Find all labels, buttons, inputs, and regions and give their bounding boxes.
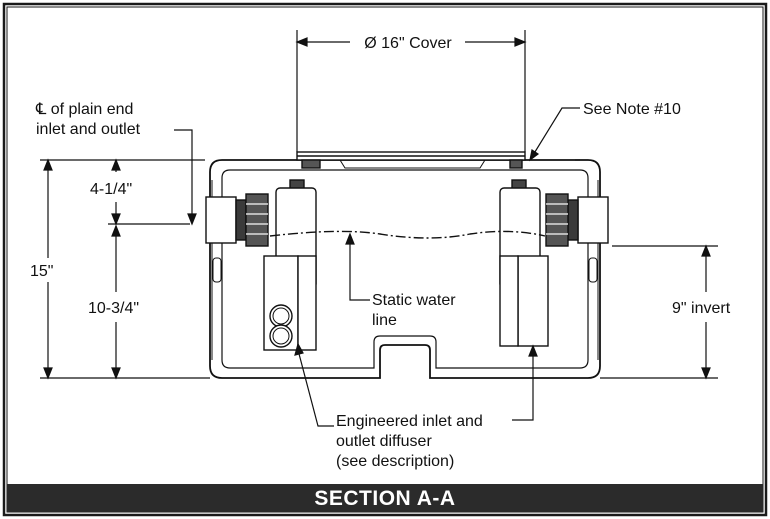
ground-lines — [40, 159, 718, 379]
note-label: See Note #10 — [583, 101, 681, 118]
outlet-diffuser — [499, 179, 549, 347]
inlet-diffuser — [263, 179, 317, 351]
tank-body — [209, 159, 601, 379]
note-leader — [529, 107, 580, 162]
diffuser-label-1: Engineered inlet and — [336, 413, 483, 430]
centerline-leader — [174, 129, 197, 226]
section-title: SECTION A-A — [314, 487, 455, 510]
water-line-leader — [345, 232, 370, 301]
centerline-label-2: inlet and outlet — [36, 121, 141, 138]
total-height-dimension — [43, 158, 53, 380]
diffuser-leaders — [294, 342, 538, 427]
cover-label: Ø 16" Cover — [364, 35, 452, 52]
title-bar — [7, 484, 763, 512]
diffuser-label-2: outlet diffuser — [336, 433, 432, 450]
cover-dimension — [295, 30, 527, 152]
inlet-height-dimension — [108, 158, 170, 380]
cover — [296, 151, 526, 169]
diffuser-label-3: (see description) — [336, 453, 454, 470]
static-water-line — [269, 230, 546, 239]
water-line-label-2: line — [372, 312, 397, 329]
outlet-connection — [545, 193, 609, 247]
top-offset-label: 4-1/4" — [90, 181, 132, 198]
water-line-label-1: Static water — [372, 292, 456, 309]
centerline-label-1: ℄ of plain end — [35, 101, 133, 118]
invert-label: 9" invert — [672, 300, 731, 317]
lower-height-label: 10-3/4" — [88, 300, 139, 317]
invert-dimension — [612, 244, 718, 380]
total-height-label: 15" — [30, 263, 53, 280]
inlet-connection — [205, 193, 269, 247]
